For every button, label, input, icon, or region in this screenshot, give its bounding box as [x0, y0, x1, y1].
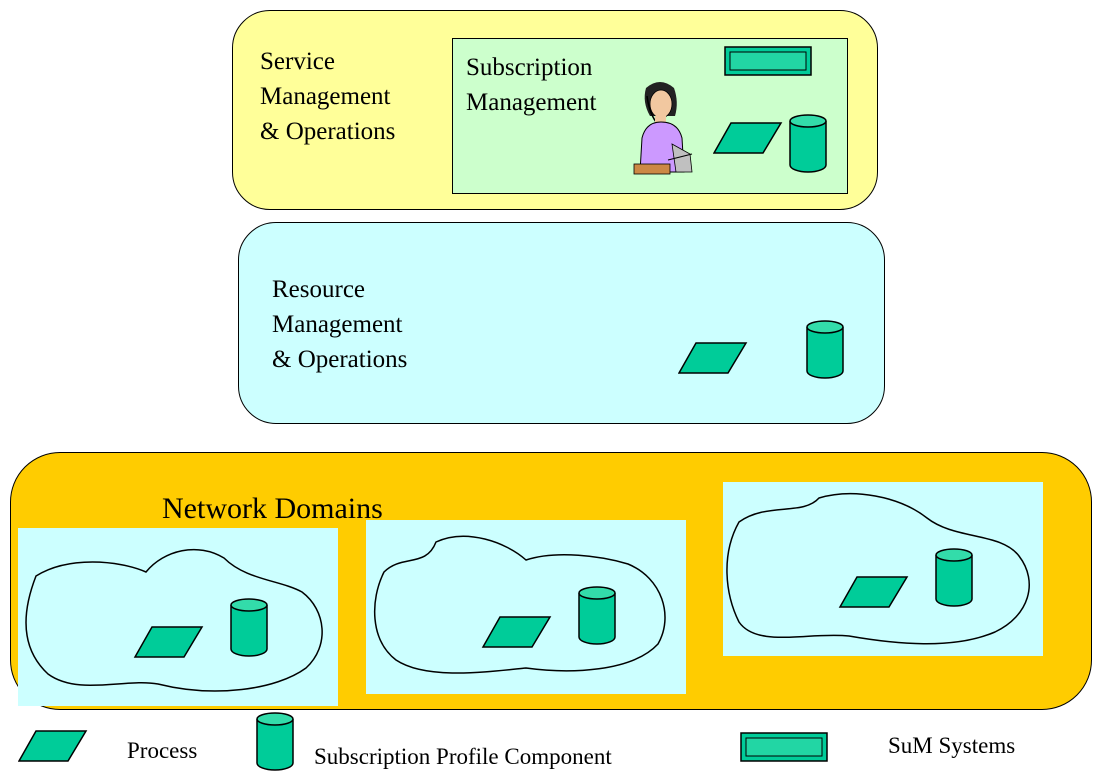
network-domains-label: Network Domains — [162, 492, 383, 525]
subscription-profile-icon — [789, 114, 827, 173]
legend-profile-icon — [256, 712, 294, 771]
network-domain-panel — [723, 482, 1043, 656]
legend-systems-label: SuM Systems — [888, 733, 1016, 758]
cloud-outline-icon — [25, 548, 323, 692]
service-management-label: Service Management & Operations — [260, 48, 396, 145]
network-domain-panel — [18, 528, 338, 706]
resource-management-layer — [238, 222, 885, 424]
cloud-outline-icon — [373, 535, 666, 674]
cloud-outline-icon — [726, 493, 1030, 645]
subscription-management-label: Subscription Management — [466, 54, 597, 116]
process-icon — [678, 342, 747, 374]
legend-systems-icon — [740, 732, 828, 762]
resource-management-label: Resource Management & Operations — [272, 276, 408, 373]
subscription-profile-icon — [806, 320, 844, 379]
legend-process-label: Process — [127, 738, 198, 763]
operator-person-icon — [633, 82, 693, 175]
network-domain-panel — [366, 520, 686, 694]
legend-process-icon — [18, 730, 87, 762]
legend-profile-label: Subscription Profile Component — [314, 744, 612, 769]
sum-system-icon — [724, 46, 812, 76]
process-icon — [713, 122, 782, 154]
